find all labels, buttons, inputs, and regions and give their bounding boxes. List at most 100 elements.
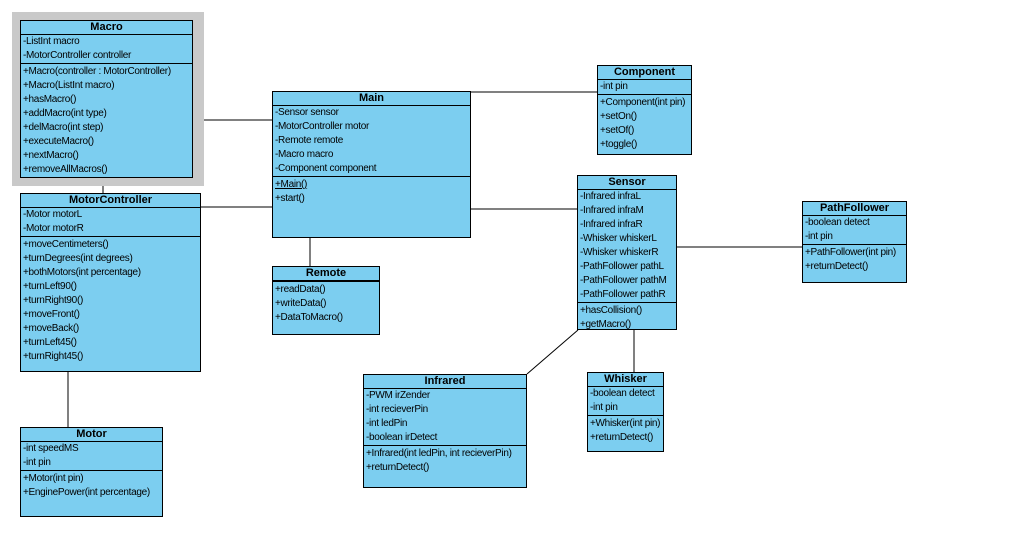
class-title-infrared: Infrared xyxy=(364,375,526,389)
method-row: +delMacro(int step) xyxy=(23,122,104,133)
method-row: +turnLeft45() xyxy=(23,337,77,348)
method-row: +moveFront() xyxy=(23,309,80,320)
class-title-whisker: Whisker xyxy=(588,373,663,387)
method-row: +executeMacro() xyxy=(23,136,94,147)
method-row: +moveBack() xyxy=(23,323,79,334)
class-attributes-whisker: -boolean detect -int pin xyxy=(588,387,663,415)
attribute-row: -Whisker whiskerL xyxy=(580,233,657,244)
class-attributes-motor: -int speedMS -int pin xyxy=(21,442,162,470)
attribute-row: -boolean detect xyxy=(805,217,870,228)
attribute-row: -Motor motorR xyxy=(23,223,84,234)
class-methods-infrared: +Infrared(int ledPin, int recieverPin) +r… xyxy=(364,445,526,487)
class-title-remote: Remote xyxy=(273,267,379,281)
attribute-row: -int pin xyxy=(590,402,618,413)
method-row: +hasCollision() xyxy=(580,305,642,316)
method-row: +readData() xyxy=(275,284,326,295)
attribute-row: -int pin xyxy=(600,81,628,92)
class-attributes-pathfollower: -boolean detect -int pin xyxy=(803,216,906,244)
class-title-sensor: Sensor xyxy=(578,176,676,190)
method-row: +Infrared(int ledPin, int recieverPin) xyxy=(366,448,512,459)
method-row: +nextMacro() xyxy=(23,150,79,161)
attribute-row: -Sensor sensor xyxy=(275,107,339,118)
class-attributes-sensor: -Infrared infraL -Infrared infraM -Infrare… xyxy=(578,190,676,302)
class-attributes-motorcontroller: -Motor motorL -Motor motorR xyxy=(21,208,200,236)
method-row: +moveCentimeters() xyxy=(23,239,109,250)
attribute-row: -PathFollower pathM xyxy=(580,275,667,286)
class-main[interactable]: Main-Sensor sensor -MotorController motor… xyxy=(272,91,471,238)
class-pathfollower[interactable]: PathFollower-boolean detect -int pin +Path… xyxy=(802,201,907,283)
attribute-row: -Infrared infraR xyxy=(580,219,643,230)
class-methods-pathfollower: +PathFollower(int pin) +returnDetect() xyxy=(803,244,906,282)
method-row: +start() xyxy=(275,193,305,204)
method-row: +hasMacro() xyxy=(23,94,77,105)
class-methods-main: +Main() +start() xyxy=(273,176,470,237)
method-row: +returnDetect() xyxy=(805,261,869,272)
connector-sensor-infrared xyxy=(526,329,579,375)
method-row: +Component(int pin) xyxy=(600,97,686,108)
attribute-row: -boolean irDetect xyxy=(366,432,438,443)
attribute-row: -PathFollower pathL xyxy=(580,261,664,272)
attribute-row: -int speedMS xyxy=(23,443,79,454)
class-title-pathfollower: PathFollower xyxy=(803,202,906,216)
class-macro[interactable]: Macro-ListInt macro-MotorController cont… xyxy=(20,20,193,178)
method-row: +PathFollower(int pin) xyxy=(805,247,896,258)
attribute-row: -int pin xyxy=(23,457,51,468)
class-motor[interactable]: Motor-int speedMS -int pin +Motor(int pin)… xyxy=(20,427,163,517)
attribute-row: -MotorController controller xyxy=(23,50,132,61)
method-row: +removeAllMacros() xyxy=(23,164,108,175)
method-row: +Macro(ListInt macro) xyxy=(23,80,115,91)
attribute-row: -Infrared infraL xyxy=(580,191,641,202)
class-title-motor: Motor xyxy=(21,428,162,442)
class-whisker[interactable]: Whisker-boolean detect -int pin +Whisker(i… xyxy=(587,372,664,452)
class-infrared[interactable]: Infrared-PWM irZender-int recieverPin-in… xyxy=(363,374,527,488)
attribute-row: -Remote remote xyxy=(275,135,344,146)
method-row: +Main() xyxy=(275,179,308,190)
class-title-motorcontroller: MotorController xyxy=(21,194,200,208)
class-title-component: Component xyxy=(598,66,691,80)
method-row: +getMacro() xyxy=(580,319,631,330)
attribute-row: -Infrared infraM xyxy=(580,205,644,216)
method-row: +toggle() xyxy=(600,139,638,150)
method-row: +Macro(controller : MotorController) xyxy=(23,66,171,77)
class-methods-remote: +readData() +writeData() +DataToMacro() xyxy=(273,281,379,334)
attribute-row: -MotorController motor xyxy=(275,121,369,132)
method-row: +turnRight45() xyxy=(23,351,83,362)
class-methods-macro: +Macro(controller : MotorController) +Mac… xyxy=(21,63,192,177)
class-attributes-main: -Sensor sensor -MotorController motor -Rem… xyxy=(273,106,470,176)
class-methods-motor: +Motor(int pin) +EnginePower(int percenta… xyxy=(21,470,162,516)
method-row: +EnginePower(int percentage) xyxy=(23,487,150,498)
method-row: +Whisker(int pin) xyxy=(590,418,661,429)
method-row: +turnDegrees(int degrees) xyxy=(23,253,133,264)
method-row: +turnLeft90() xyxy=(23,281,77,292)
attribute-row: -Macro macro xyxy=(275,149,334,160)
attribute-row: -Motor motorL xyxy=(23,209,82,220)
class-title-macro: Macro xyxy=(21,21,192,35)
class-motorcontroller[interactable]: MotorController-Motor motorL-Motor motor… xyxy=(20,193,201,372)
attribute-row: -PWM irZender xyxy=(366,390,430,401)
method-row: +addMacro(int type) xyxy=(23,108,107,119)
method-row: +setOf() xyxy=(600,125,634,136)
method-row: +turnRight90() xyxy=(23,295,83,306)
class-remote[interactable]: Remote +readData() +writeData() +DataToMacr… xyxy=(272,266,380,335)
class-title-main: Main xyxy=(273,92,470,106)
attribute-row: -int ledPin xyxy=(366,418,408,429)
attribute-row: -PathFollower pathR xyxy=(580,289,666,300)
method-row: +bothMotors(int percentage) xyxy=(23,267,141,278)
attribute-row: -boolean detect xyxy=(590,388,655,399)
class-attributes-infrared: -PWM irZender-int recieverPin-int ledPin… xyxy=(364,389,526,445)
class-sensor[interactable]: Sensor-Infrared infraL-Infrared infraM-I… xyxy=(577,175,677,330)
method-row: +DataToMacro() xyxy=(275,312,343,323)
class-attributes-component: -int pin xyxy=(598,80,691,94)
class-component[interactable]: Component-int pin+Component(int pin)+set… xyxy=(597,65,692,155)
method-row: +Motor(int pin) xyxy=(23,473,84,484)
method-row: +writeData() xyxy=(275,298,327,309)
class-attributes-macro: -ListInt macro-MotorController controlle… xyxy=(21,35,192,63)
class-methods-component: +Component(int pin)+setOn()+setOf()+togg… xyxy=(598,94,691,154)
class-methods-whisker: +Whisker(int pin)+returnDetect() xyxy=(588,415,663,451)
method-row: +returnDetect() xyxy=(366,462,430,473)
class-methods-motorcontroller: +moveCentimeters() +turnDegrees(int degre… xyxy=(21,236,200,371)
class-methods-sensor: +hasCollision() +getMacro() xyxy=(578,302,676,332)
attribute-row: -int pin xyxy=(805,231,833,242)
